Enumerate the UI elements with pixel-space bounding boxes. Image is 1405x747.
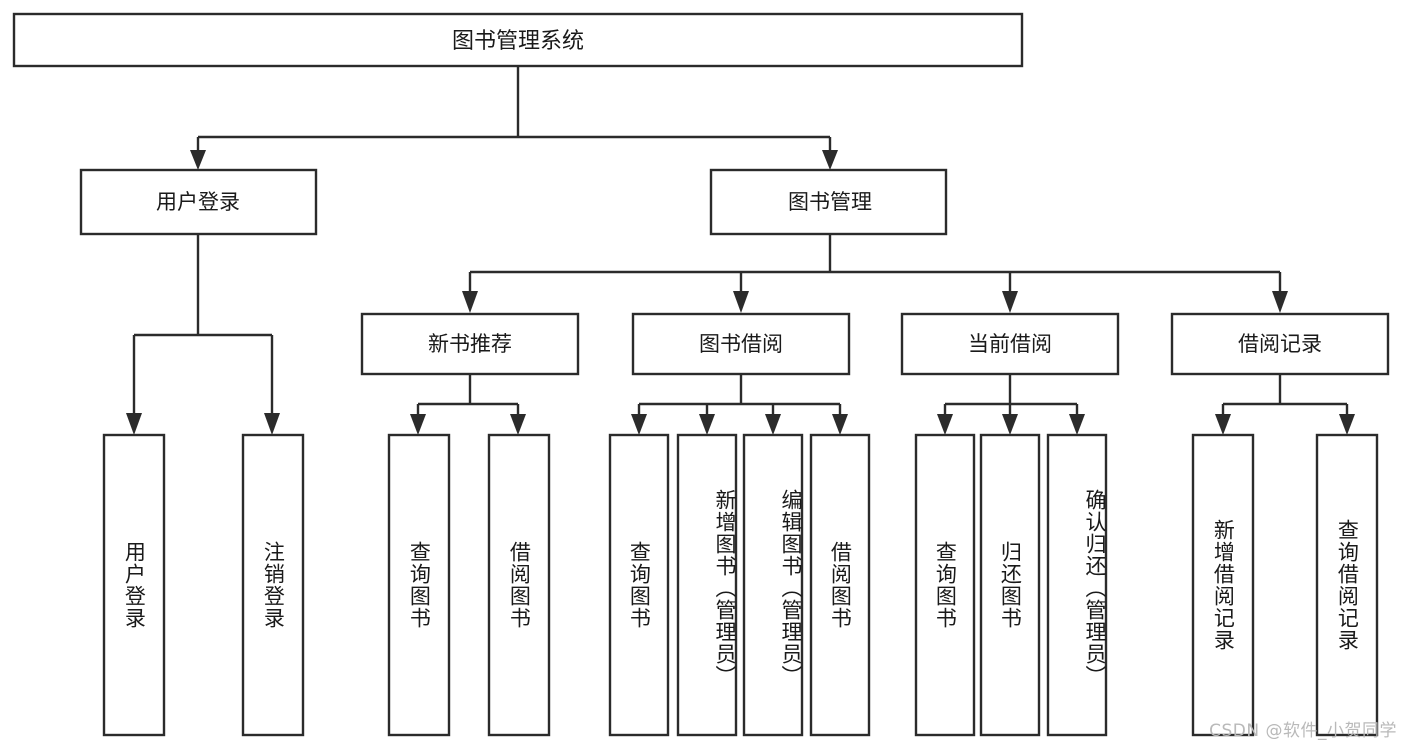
node-new-book-recommend-box[interactable] <box>360 312 580 376</box>
connector-group-borrow-record <box>1215 374 1355 435</box>
leaf-box-current-borrow-1[interactable] <box>914 433 976 737</box>
node-book-borrow-box[interactable] <box>631 312 851 376</box>
arrow-head-borrow-record <box>1272 291 1288 313</box>
watermark-text: CSDN @软件_小贺同学 <box>1209 721 1397 741</box>
node-current-borrow-box[interactable] <box>900 312 1120 376</box>
arrow-head-leaf-user-login-2 <box>264 413 280 435</box>
connector-group-book-mgmt <box>462 234 1288 313</box>
node-book-borrow[interactable]: 图书借阅 <box>631 312 851 376</box>
leaf-box-user-login-1[interactable] <box>102 433 166 737</box>
arrow-head-leaf-user-login-1 <box>126 413 142 435</box>
arrow-head-book-borrow <box>733 291 749 313</box>
arrow-head-leaf-borrow-record-1 <box>1215 414 1231 435</box>
node-book-management[interactable]: 图书管理 <box>709 168 948 236</box>
arrow-head-leaf-new-book-1 <box>410 414 426 435</box>
node-current-borrow[interactable]: 当前借阅 <box>900 312 1120 376</box>
leaf-box-new-book-1[interactable] <box>387 433 451 737</box>
node-user-login-label: 用户登录 <box>156 190 240 214</box>
node-borrow-record-label: 借阅记录 <box>1238 332 1322 356</box>
node-user-login[interactable]: 用户登录 <box>79 168 318 236</box>
node-book-management-box[interactable] <box>709 168 948 236</box>
arrow-head-leaf-book-borrow-2 <box>699 414 715 435</box>
arrow-head-current-borrow <box>1002 291 1018 313</box>
connector-group-new-book <box>410 374 526 435</box>
leaf-box-new-book-2[interactable] <box>487 433 551 737</box>
arrow-head-leaf-new-book-2 <box>510 414 526 435</box>
arrow-head-leaf-current-borrow-1 <box>937 414 953 435</box>
node-root-label: 图书管理系统 <box>452 29 584 54</box>
arrow-head-leaf-book-borrow-4 <box>832 414 848 435</box>
node-root-box[interactable] <box>12 12 1024 68</box>
node-new-book-recommend-label: 新书推荐 <box>428 332 512 356</box>
node-root[interactable]: 图书管理系统 <box>12 12 1024 68</box>
arrow-head-leaf-current-borrow-2 <box>1002 414 1018 435</box>
node-borrow-record-box[interactable] <box>1170 312 1390 376</box>
node-book-management-label: 图书管理 <box>788 190 872 214</box>
leaf-box-user-login-2[interactable] <box>241 433 305 737</box>
leaf-box-book-borrow-3[interactable] <box>742 433 804 737</box>
arrow-head-book-mgmt <box>822 150 838 170</box>
node-borrow-record[interactable]: 借阅记录 <box>1170 312 1390 376</box>
leaf-box-current-borrow-3[interactable] <box>1046 433 1108 737</box>
leaf-box-book-borrow-1[interactable] <box>608 433 670 737</box>
leaf-box-borrow-record-2[interactable] <box>1315 433 1379 737</box>
arrow-head-user-login <box>190 150 206 170</box>
arrow-head-leaf-borrow-record-2 <box>1339 414 1355 435</box>
arrow-head-leaf-book-borrow-1 <box>631 414 647 435</box>
connector-group-book-borrow <box>631 374 848 435</box>
arrow-head-leaf-book-borrow-3 <box>765 414 781 435</box>
node-current-borrow-label: 当前借阅 <box>968 332 1052 356</box>
arrow-head-leaf-current-borrow-3 <box>1069 414 1085 435</box>
node-new-book-recommend[interactable]: 新书推荐 <box>360 312 580 376</box>
connector-group-root <box>190 66 838 170</box>
arrow-head-new-book <box>462 291 478 313</box>
leaf-box-current-borrow-2[interactable] <box>979 433 1041 737</box>
leaf-box-book-borrow-2[interactable] <box>676 433 738 737</box>
node-user-login-box[interactable] <box>79 168 318 236</box>
leaf-box-book-borrow-4[interactable] <box>809 433 871 737</box>
leaf-box-borrow-record-1[interactable] <box>1191 433 1255 737</box>
connector-group-user-login <box>126 234 280 435</box>
connector-group-current-borrow <box>937 374 1085 435</box>
node-book-borrow-label: 图书借阅 <box>699 332 783 356</box>
